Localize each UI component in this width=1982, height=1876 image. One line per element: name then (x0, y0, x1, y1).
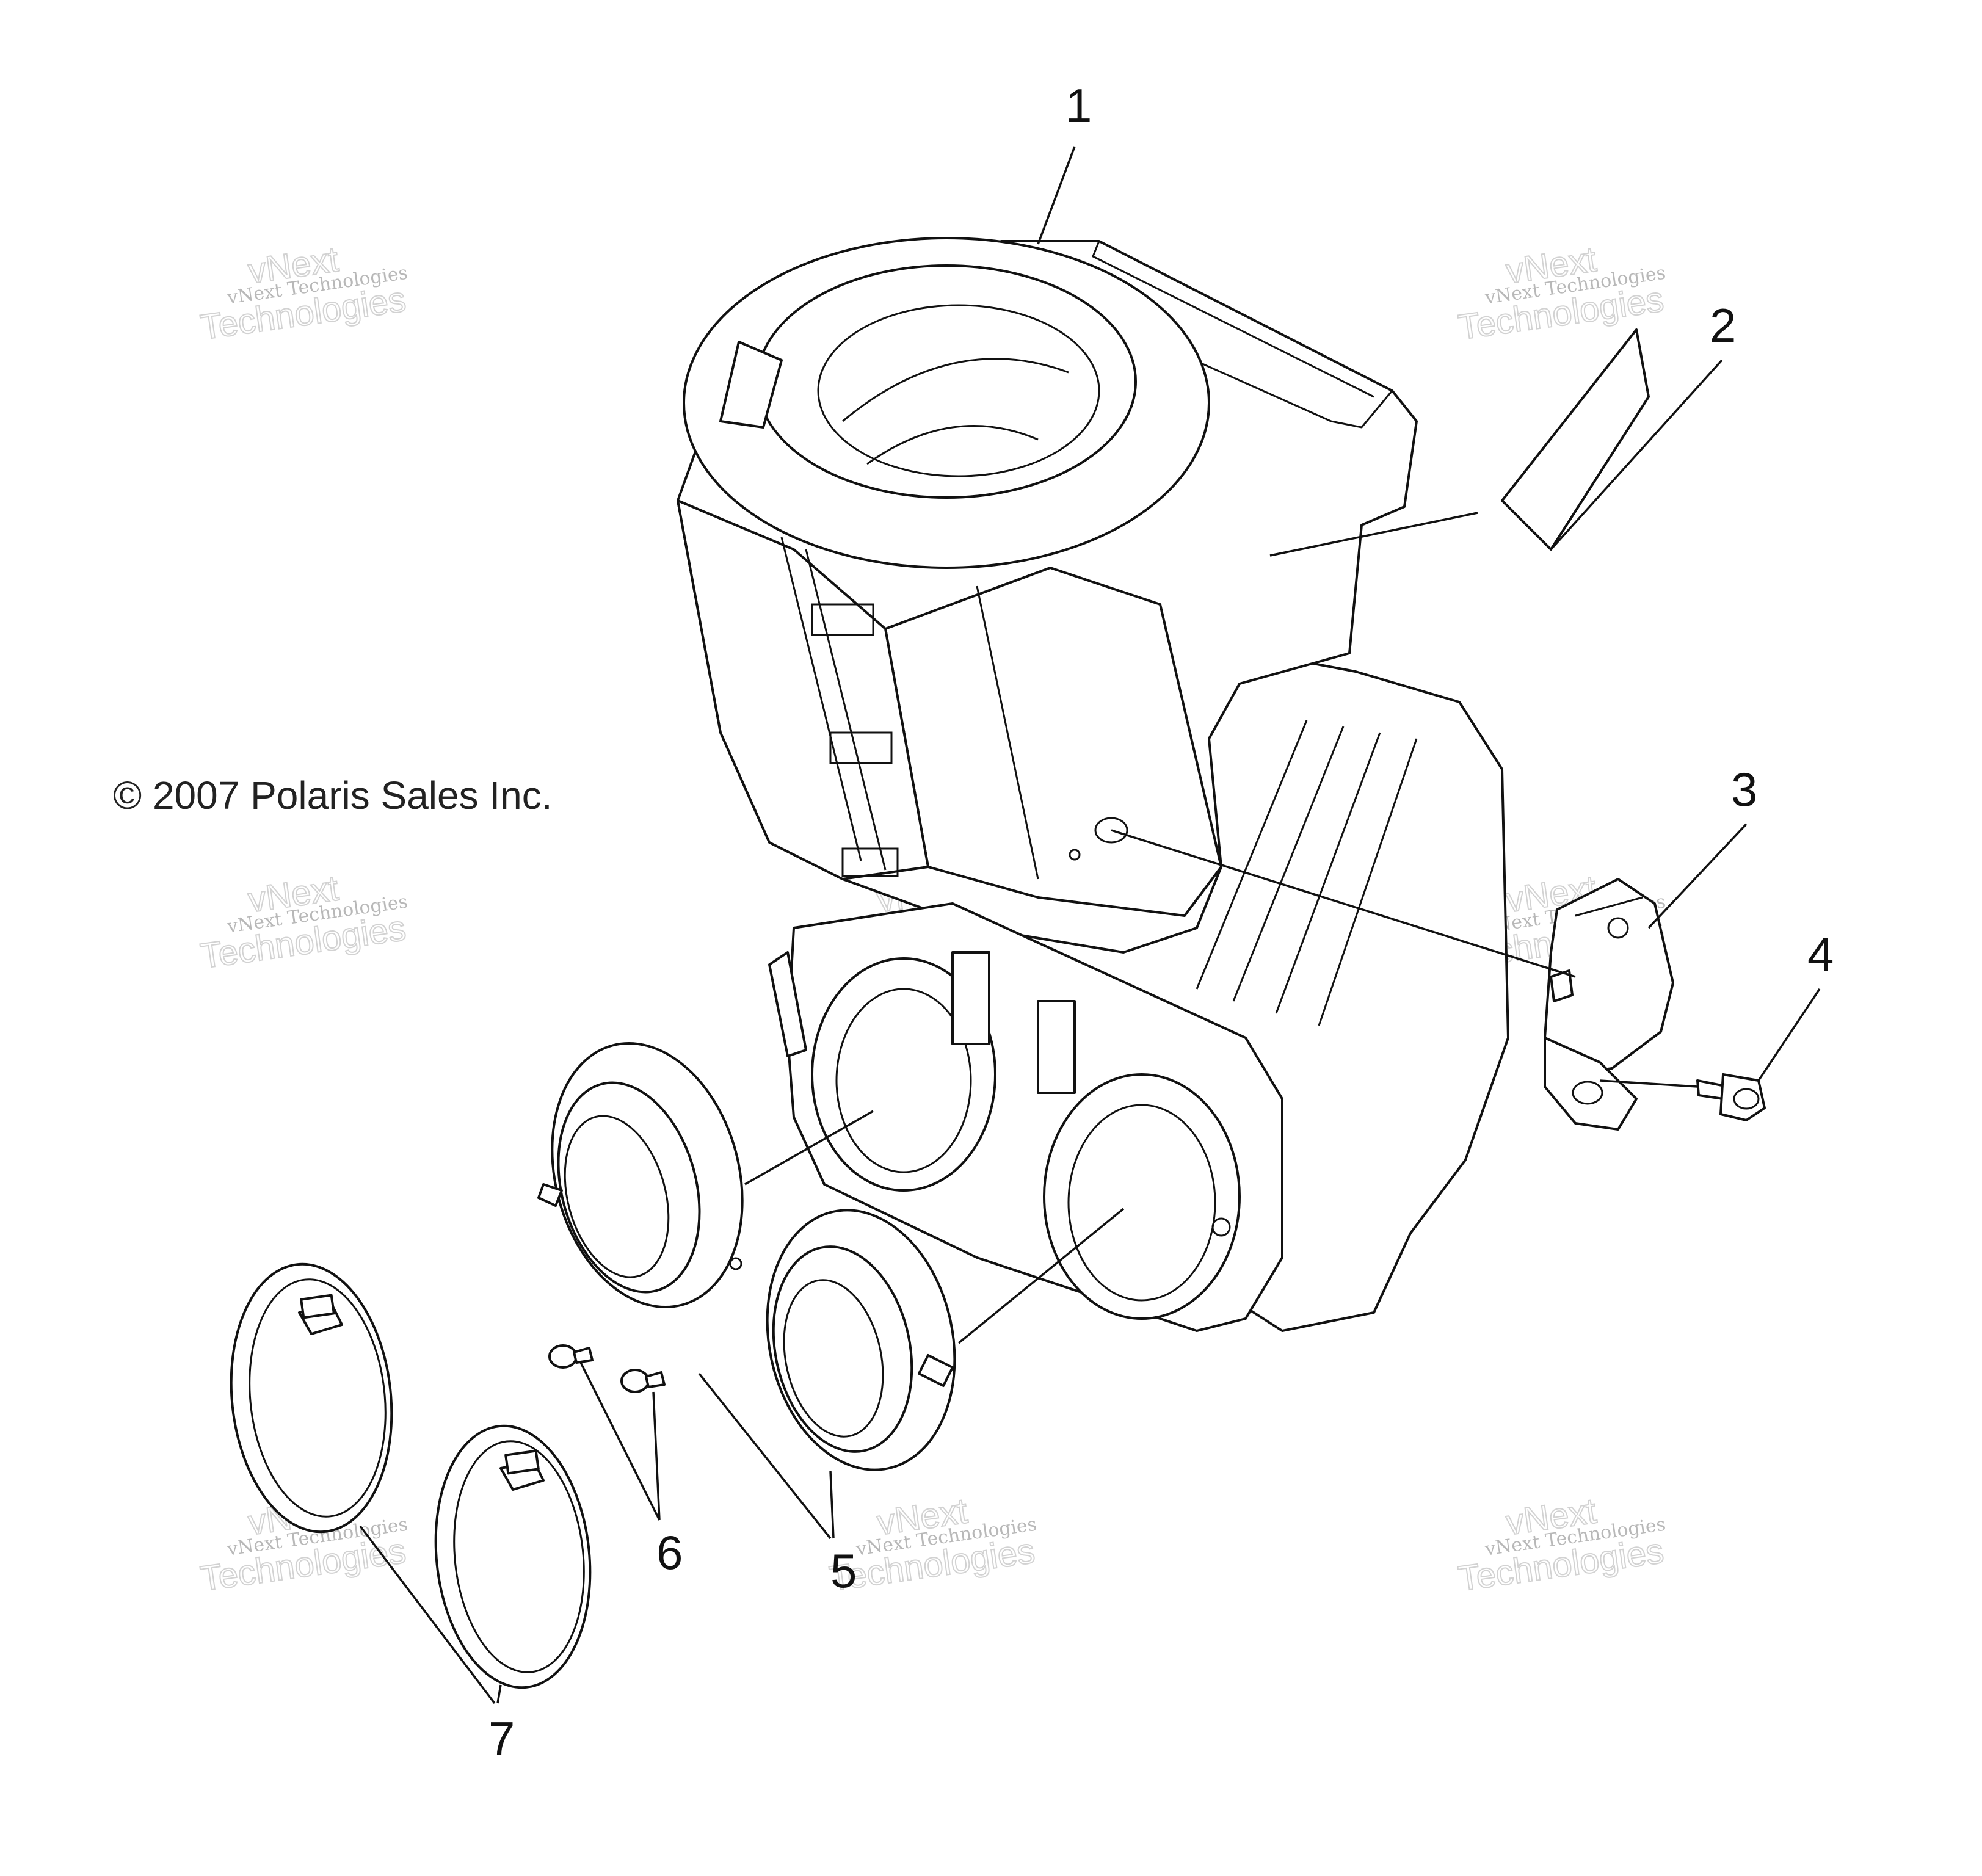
watermark: vNext vNext Technologies Technologies (197, 239, 409, 348)
decal-label (1501, 328, 1650, 551)
watermark: vNext vNext Technologies Technologies (1455, 1490, 1667, 1599)
hose-clamp-upper (230, 1262, 393, 1534)
callout-4: 4 (1807, 927, 1834, 981)
push-rivet-lower (620, 1369, 666, 1393)
callout-7: 7 (488, 1712, 515, 1766)
callout-3: 3 (1731, 762, 1757, 816)
push-rivet-upper (548, 1344, 594, 1369)
callout-5: 5 (830, 1544, 857, 1598)
hose-clamp-lower (434, 1424, 592, 1689)
copyright-notice: © 2007 Polaris Sales Inc. (113, 773, 553, 817)
watermark: vNext vNext Technologies Technologies (1455, 239, 1667, 348)
leader-lines (359, 146, 1821, 1704)
intake-adapter-upper (537, 1041, 744, 1309)
callout-6: 6 (656, 1526, 683, 1579)
sensor-bracket (1544, 878, 1674, 1131)
callout-2: 2 (1710, 299, 1736, 352)
callout-labels: 1 2 3 4 5 6 7 (488, 79, 1834, 1766)
callout-1: 1 (1065, 79, 1092, 132)
watermark: vNext vNext Technologies Technologies (197, 867, 409, 977)
intake-adapter-lower (766, 1209, 956, 1471)
airbox-housing (677, 237, 1509, 1332)
screw (1696, 1073, 1766, 1121)
